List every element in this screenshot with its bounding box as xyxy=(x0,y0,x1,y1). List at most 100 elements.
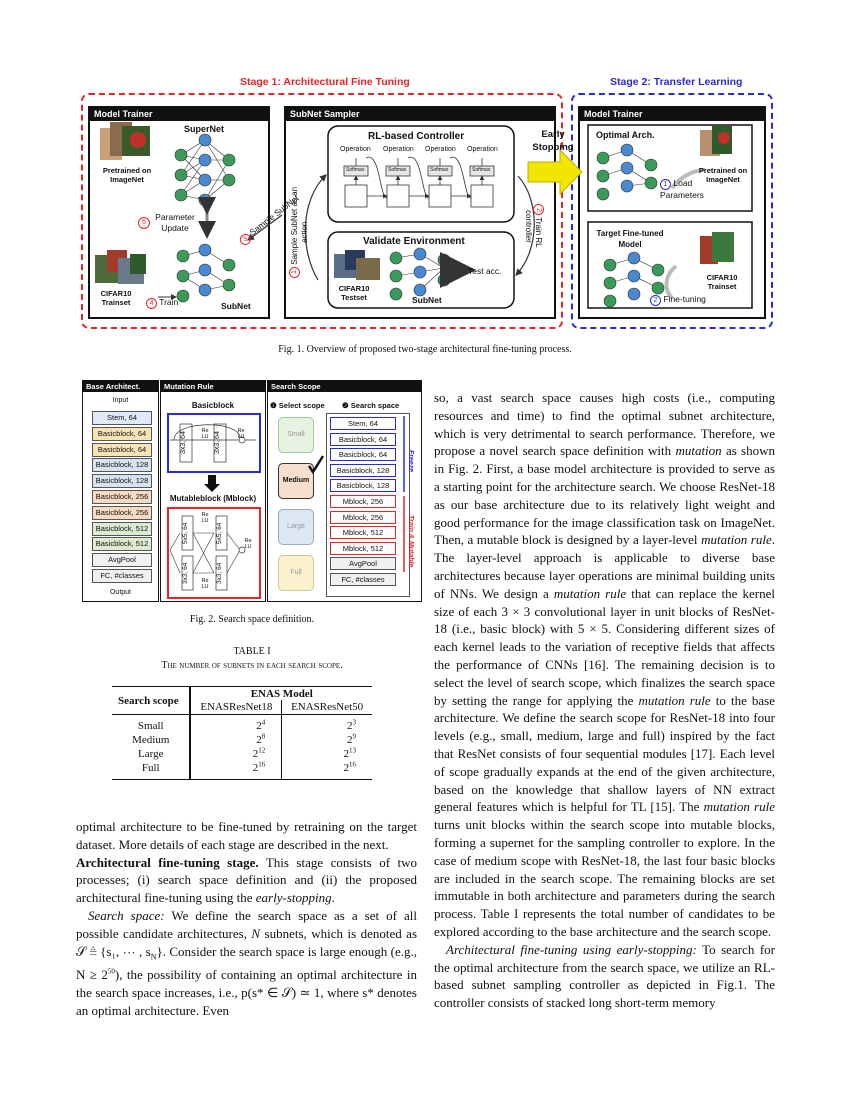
p3-d: ), the possibility of containing an opti… xyxy=(76,966,417,1018)
stage2-title: Stage 2: Transfer Learning xyxy=(610,76,743,88)
left-paragraph-1: optimal architecture to be fine-tuned by… xyxy=(76,819,417,852)
train-text: Train xyxy=(159,297,179,307)
base-arch-header: Base Architect. xyxy=(83,381,158,392)
target-model-label: Target Fine-tuned Model xyxy=(596,229,664,249)
operation-label-4: Operation xyxy=(467,146,498,153)
operation-label-3: Operation xyxy=(425,146,456,153)
space-block: Basicblock, 64 xyxy=(330,448,396,462)
target-model-graph xyxy=(603,251,665,308)
base-block: Stem, 64 xyxy=(92,411,152,425)
table-title: The number of subnets in each search sco… xyxy=(161,660,343,671)
bb-conv-2: 3x3, 64 xyxy=(214,431,221,455)
cell-b-exp: 9 xyxy=(352,732,357,741)
p2-italic: early-stopping xyxy=(255,890,332,906)
mb-conv-4: 3x3, 64 xyxy=(216,562,223,584)
p3-a: We define the search space as a set of a… xyxy=(76,907,418,941)
figure-1-graphics xyxy=(95,122,753,309)
base-block: Basicblock, 128 xyxy=(92,474,152,489)
r1e: to the base architecture. We define the … xyxy=(434,692,776,815)
subnet-label: SubNet xyxy=(221,301,251,311)
subnet-sampler-header: SubNet Sampler xyxy=(286,108,554,121)
cell-a: 24 xyxy=(190,714,283,733)
r1f: turns unit blocks within the search scop… xyxy=(434,817,775,939)
softmax-label-4: Softmax xyxy=(472,167,491,173)
base-block: Basicblock, 512 xyxy=(92,537,152,552)
r1-it: mutation xyxy=(675,443,722,459)
cell-scope: Medium xyxy=(112,733,192,747)
cell-a-exp: 8 xyxy=(261,732,266,741)
r1-it4: mutation rule xyxy=(638,692,711,708)
r1c: . The layer-level approach is applicable… xyxy=(434,532,775,601)
base-block: Basicblock, 256 xyxy=(92,490,152,504)
cell-a-exp: 4 xyxy=(261,718,266,727)
cell-b: 213 xyxy=(343,746,357,760)
subnet-graph xyxy=(176,243,236,303)
space-block: Mblock, 512 xyxy=(330,526,396,540)
r1d: that can replace the kernel size of each… xyxy=(434,585,776,708)
mb-relu-3: Re LU xyxy=(244,538,252,550)
stage2-frame xyxy=(571,93,773,329)
operation-label-1: Operation xyxy=(340,146,371,153)
r1a: so, a vast search space causes high cost… xyxy=(434,390,775,459)
cifar-train-thumbnails xyxy=(95,250,146,284)
model-trainer2-panel: Model Trainer xyxy=(578,106,766,319)
softmax-label-2: Softmax xyxy=(388,167,407,173)
scope-option: Medium xyxy=(278,463,314,499)
test-acc-label: Test acc. xyxy=(468,266,502,276)
th-group: ENAS Model xyxy=(250,688,313,700)
cell-b: 29 xyxy=(347,732,357,746)
mutation-graphics xyxy=(169,423,256,591)
p2-heading: Architectural fine-tuning stage. xyxy=(76,854,259,870)
r1b: as shown in Fig. 2. First, a base model … xyxy=(434,443,775,548)
table-1: Search scope ENAS Model ENASResNet18 ENA… xyxy=(112,686,372,780)
th-col-b: ENASResNet50 xyxy=(281,700,372,715)
left-paragraph-3: Search space: We define the search space… xyxy=(76,907,418,1018)
r1-it5: mutation rule xyxy=(703,799,775,815)
mb-conv-1: 5x5, 64 xyxy=(182,522,189,544)
validate-env-title: Validate Environment xyxy=(363,236,465,247)
figure-2: Base Architect. Input Stem, 64 Basicblock… xyxy=(82,380,422,602)
figure-2-caption: Fig. 2. Search space definition. xyxy=(189,614,315,625)
p3-c: }. Consider the search space is large en… xyxy=(76,943,417,982)
early-stopping-arrow xyxy=(527,148,583,196)
mb-relu-2: Re LU xyxy=(201,578,209,590)
cell-b-exp: 3 xyxy=(352,718,357,727)
cell-a-exp: 12 xyxy=(258,746,266,755)
cifar-test-thumbnails xyxy=(334,250,380,280)
load-parameters-text: Load Parameters xyxy=(660,178,704,200)
freeze-label: Freeze xyxy=(407,449,414,473)
cell-scope: Large xyxy=(112,747,192,761)
badge-s2-2: 2 xyxy=(650,295,661,306)
mutation-header: Mutation Rule xyxy=(161,381,265,392)
base-input-label: Input xyxy=(112,397,129,404)
scope-option: Full xyxy=(278,555,314,591)
cifar10-testset-label: CIFAR10 Testset xyxy=(338,284,370,302)
basicblock-label: Basicblock xyxy=(191,401,235,410)
space-block: Mblock, 256 xyxy=(330,495,396,508)
space-block: FC, #classes xyxy=(330,573,396,586)
mb-relu-1: Re LU xyxy=(201,512,209,524)
right-paragraph-2: Architectural fine-tuning using early-st… xyxy=(434,941,775,1012)
rl-controller-title: RL-based Controller xyxy=(368,131,465,142)
badge-1: 1 xyxy=(289,266,300,278)
softmax-label-3: Softmax xyxy=(430,167,449,173)
r1-it2: mutation rule xyxy=(701,532,772,548)
fine-tuning-text: Fine-tuning xyxy=(663,294,706,304)
badge-5: 5 xyxy=(138,217,150,229)
model-trainer2-header: Model Trainer xyxy=(580,108,764,121)
p3-b: subnets, which is denoted as 𝒮 ≜ {s₁, ⋯ … xyxy=(76,925,418,959)
train-label: 4 Train xyxy=(146,297,178,309)
mutableblock-box xyxy=(167,507,261,599)
base-block: Basicblock, 128 xyxy=(92,458,152,473)
stage1-title: Stage 1: Architectural Fine Tuning xyxy=(240,76,410,88)
cifar10-trainset-label: CIFAR10 Trainset xyxy=(100,289,132,307)
th-col-a: ENASResNet18 xyxy=(190,700,283,715)
table-label: TABLE I xyxy=(233,646,271,657)
cell-scope: Full xyxy=(112,761,192,780)
base-block: FC, #classes xyxy=(92,569,152,583)
model-trainer-panel: Model Trainer xyxy=(88,106,270,319)
scope-option: Small xyxy=(278,417,314,453)
sample-subnet-action-text: Sample SubNet as an action xyxy=(290,186,309,265)
